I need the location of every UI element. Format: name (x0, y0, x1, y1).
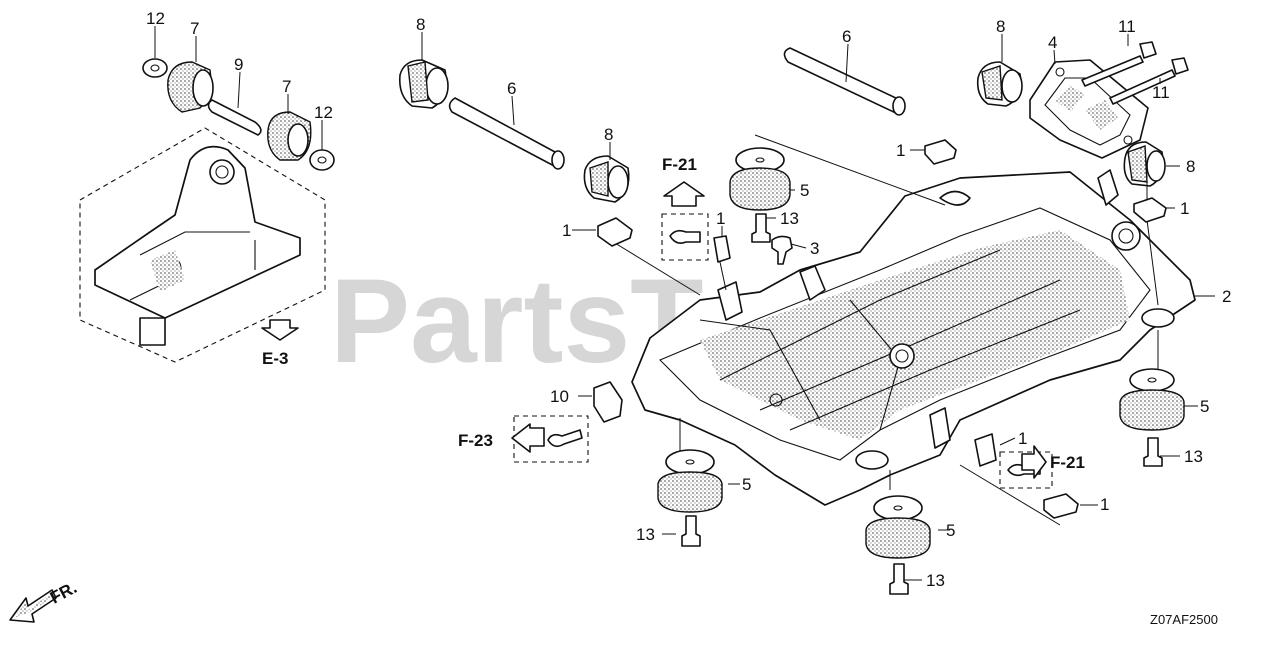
collar-9 (207, 99, 262, 136)
callout-8: 8 (996, 17, 1005, 36)
frame-boss-center (889, 343, 915, 369)
f23-left-arrow-icon (511, 423, 545, 453)
frame-boss-right (1111, 221, 1141, 251)
callout-13: 13 (636, 525, 655, 544)
callout-9: 9 (234, 55, 243, 74)
pipe-6b (783, 47, 905, 115)
callout-5: 5 (946, 521, 955, 540)
frame-mount-hole-right (1141, 308, 1175, 328)
ref-f21: F-21 (662, 155, 697, 174)
rubber-mount-5a (729, 147, 791, 211)
callout-11: 11 (1118, 17, 1136, 36)
diagram-code: Z07AF2500 (1150, 612, 1218, 627)
callout-8: 8 (1186, 157, 1195, 176)
callout-10: 10 (550, 387, 569, 406)
mount-bore (209, 159, 235, 185)
callout-6: 6 (842, 27, 851, 46)
bolt-13d (889, 563, 909, 595)
reference-markers (9, 181, 1053, 623)
callout-5: 5 (1200, 397, 1209, 416)
bolt-11a (1081, 55, 1144, 87)
callout-8: 8 (416, 15, 425, 34)
callout-7: 7 (190, 19, 199, 38)
bolt-13b (1143, 437, 1163, 467)
f21-up-arrow-icon (663, 181, 705, 207)
callout-3: 3 (810, 239, 819, 258)
callout-1: 1 (1180, 199, 1189, 218)
callout-4: 4 (1048, 33, 1057, 52)
callout-6: 6 (507, 79, 516, 98)
callout-1: 1 (896, 141, 905, 160)
f23-screw (547, 429, 583, 448)
clip-nut-10 (593, 381, 623, 423)
callout-1: 1 (716, 209, 725, 228)
callout-2: 2 (1222, 287, 1231, 306)
e3-arrow-icon (261, 319, 299, 341)
clip-nut-1c (924, 139, 957, 165)
f21-right-arrow-icon (1021, 445, 1047, 479)
leader-lines (572, 134, 1215, 581)
main-frame-assembly (631, 169, 1196, 506)
callout-5: 5 (800, 181, 809, 200)
washer-12b (309, 149, 335, 171)
clip-nuts (593, 139, 1167, 519)
callout-1: 1 (1100, 495, 1109, 514)
ref-f21: F-21 (1050, 453, 1085, 472)
bolt-13a (751, 213, 771, 243)
clip-nut-1e (974, 433, 997, 467)
screw-3 (771, 235, 793, 265)
mount-stud (139, 317, 166, 346)
callout-13: 13 (780, 209, 799, 228)
frame-mount-hole-front (855, 450, 889, 470)
ref-f23: F-23 (458, 431, 493, 450)
dashed-group-outline (79, 127, 326, 363)
bolts (681, 213, 1163, 595)
washer-12a (142, 58, 168, 78)
clip-nut-1f (1043, 493, 1079, 519)
rubber-mount-5b (1119, 368, 1185, 431)
ref-e3: E-3 (262, 349, 288, 368)
bracket-group-right (976, 34, 1189, 187)
callout-1: 1 (562, 221, 571, 240)
callout-13: 13 (1184, 447, 1203, 466)
pipe-6a (448, 97, 563, 169)
bolt-11b (1109, 69, 1176, 105)
callout-labels: 12 7 9 7 12 8 6 8 6 8 4 11 11 8 1 1 1 1 … (146, 9, 1231, 590)
callout-12: 12 (146, 9, 165, 28)
bolt-13c (681, 515, 701, 547)
rubber-mount-5c (657, 449, 723, 513)
bushing-group-middle (398, 32, 906, 203)
callout-1: 1 (1018, 429, 1027, 448)
rubber-mounts (657, 147, 1185, 559)
bushing-group-left (142, 26, 335, 171)
frame-mount-hole-rear (939, 190, 971, 206)
f21-dashed-box-b (999, 451, 1053, 489)
callout-5: 5 (742, 475, 751, 494)
engine-mount-assembly (79, 127, 326, 363)
callout-13: 13 (926, 571, 945, 590)
callout-7: 7 (282, 77, 291, 96)
f21-dashed-box-a (661, 213, 709, 261)
clip-nut-1b (713, 235, 731, 263)
callout-8: 8 (604, 125, 613, 144)
clip-nut-1d (1133, 197, 1167, 223)
clip-nut-1a (597, 217, 633, 247)
rubber-mount-5d (865, 495, 931, 559)
callout-12: 12 (314, 103, 333, 122)
callout-11: 11 (1152, 83, 1170, 102)
f21-screw-a (669, 229, 701, 244)
front-direction-label: FR. (47, 578, 80, 608)
reference-labels: E-3 F-21 F-23 F-21 (262, 155, 1085, 472)
